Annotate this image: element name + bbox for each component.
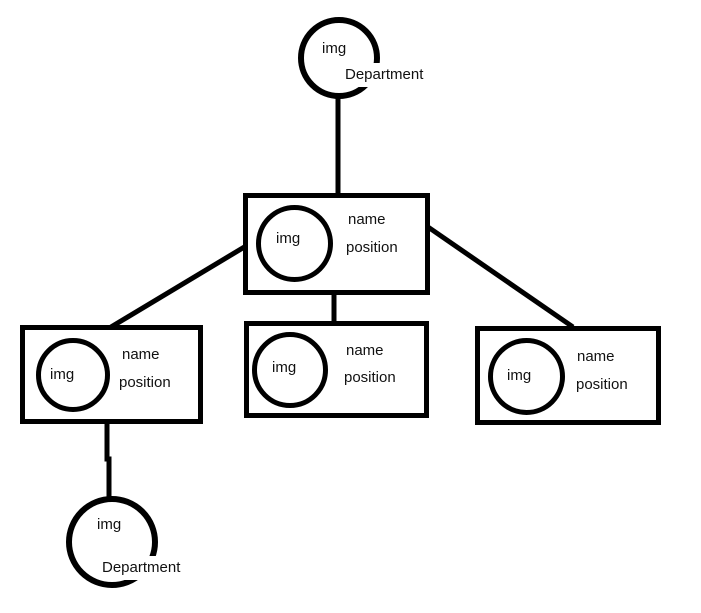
- img-placeholder-label: img: [507, 367, 532, 384]
- position-label: position: [344, 369, 396, 386]
- name-label: name: [577, 348, 615, 365]
- name-label: name: [346, 342, 384, 359]
- employee-box: [20, 325, 203, 424]
- avatar-circle-icon: [36, 338, 110, 412]
- department-label: Department: [100, 556, 183, 580]
- position-label: position: [576, 376, 628, 393]
- position-label: position: [119, 374, 171, 391]
- img-placeholder-label: img: [276, 230, 301, 247]
- name-label: name: [348, 211, 386, 228]
- name-label: name: [122, 346, 160, 363]
- department-label: Department: [343, 63, 426, 87]
- avatar-circle-icon: [256, 205, 333, 282]
- connector-left-box-to-bottom-circle: [104, 421, 112, 500]
- connector-root-to-left-box: [109, 243, 248, 330]
- img-placeholder-label: img: [50, 366, 75, 383]
- position-label: position: [346, 239, 398, 256]
- avatar-circle-icon: [488, 338, 565, 415]
- img-placeholder-label: img: [322, 40, 347, 57]
- connector-root-to-right-box: [426, 224, 575, 330]
- img-placeholder-label: img: [97, 516, 122, 533]
- avatar-circle-icon: [252, 332, 328, 408]
- img-placeholder-label: img: [272, 359, 297, 376]
